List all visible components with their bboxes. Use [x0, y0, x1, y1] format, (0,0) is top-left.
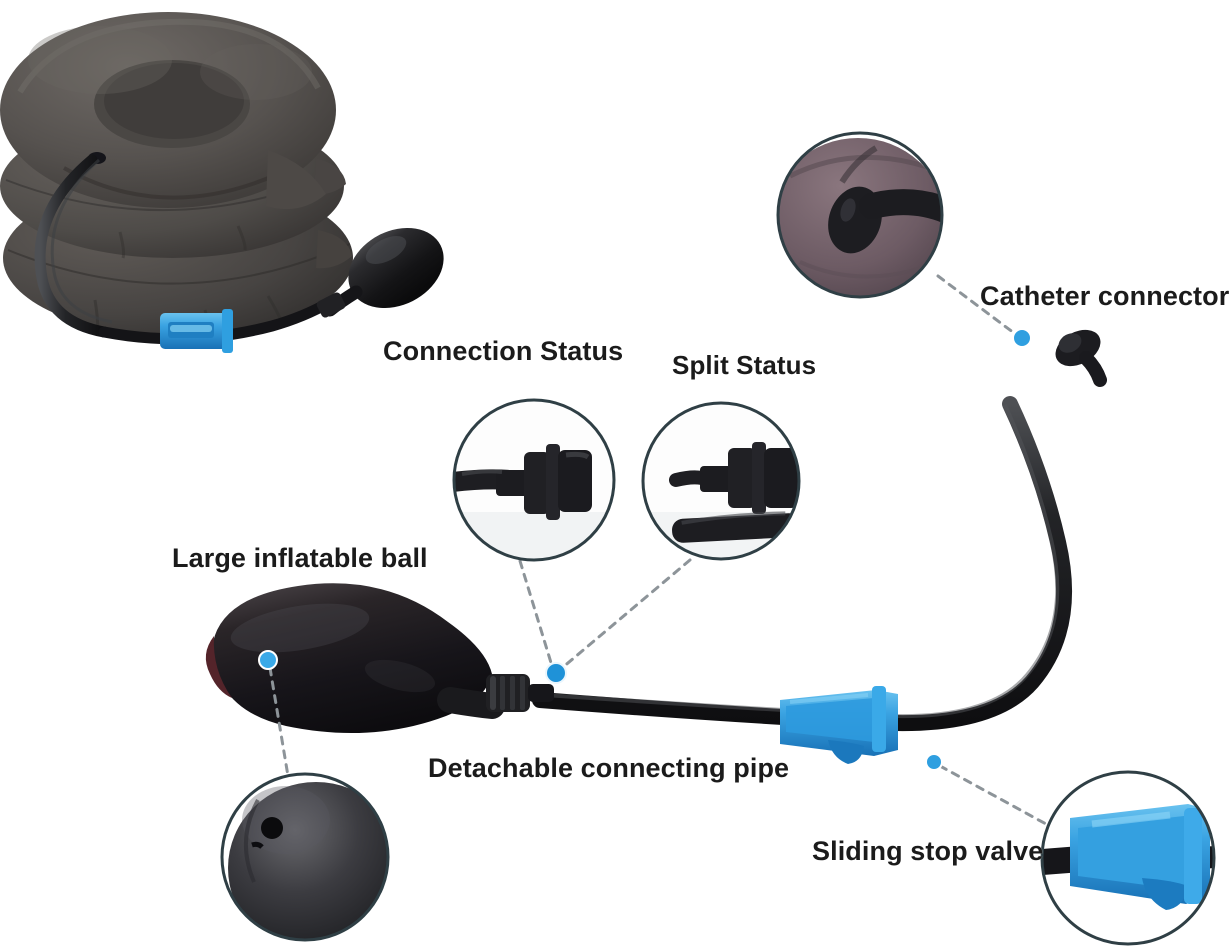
split-status-inset — [641, 401, 801, 561]
label-large-inflatable-ball: Large inflatable ball — [172, 543, 428, 573]
leader-ball — [268, 666, 290, 778]
collar-pump-bulb — [316, 227, 444, 318]
leader-catheter — [936, 274, 1020, 338]
label-sliding-stop-valve: Sliding stop valve — [812, 836, 1044, 866]
label-detachable-connecting-pipe: Detachable connecting pipe — [428, 753, 790, 783]
connection-status-inset — [452, 398, 616, 562]
main-valve — [780, 686, 898, 764]
label-split-status: Split Status — [672, 350, 817, 380]
neck-collar — [0, 12, 353, 341]
marker-dots — [258, 328, 1032, 771]
leader-connection — [518, 559, 554, 668]
large-inflatable-ball-inset — [220, 772, 390, 942]
coupling — [486, 674, 554, 712]
label-catheter-connector: Catheter connector — [980, 281, 1230, 311]
label-connection-status: Connection Status — [383, 336, 624, 366]
leader-valve — [938, 764, 1048, 826]
collar-valve — [160, 309, 233, 353]
collar-hose-assembly — [34, 154, 444, 353]
leader-lines — [268, 274, 1048, 826]
main-pump-bulb — [205, 583, 505, 734]
catheter-tip — [1055, 329, 1107, 387]
main-hose — [532, 396, 1073, 732]
sliding-stop-valve-inset — [1040, 770, 1216, 946]
leader-split — [560, 558, 692, 670]
catheter-connector-inset — [776, 131, 944, 299]
